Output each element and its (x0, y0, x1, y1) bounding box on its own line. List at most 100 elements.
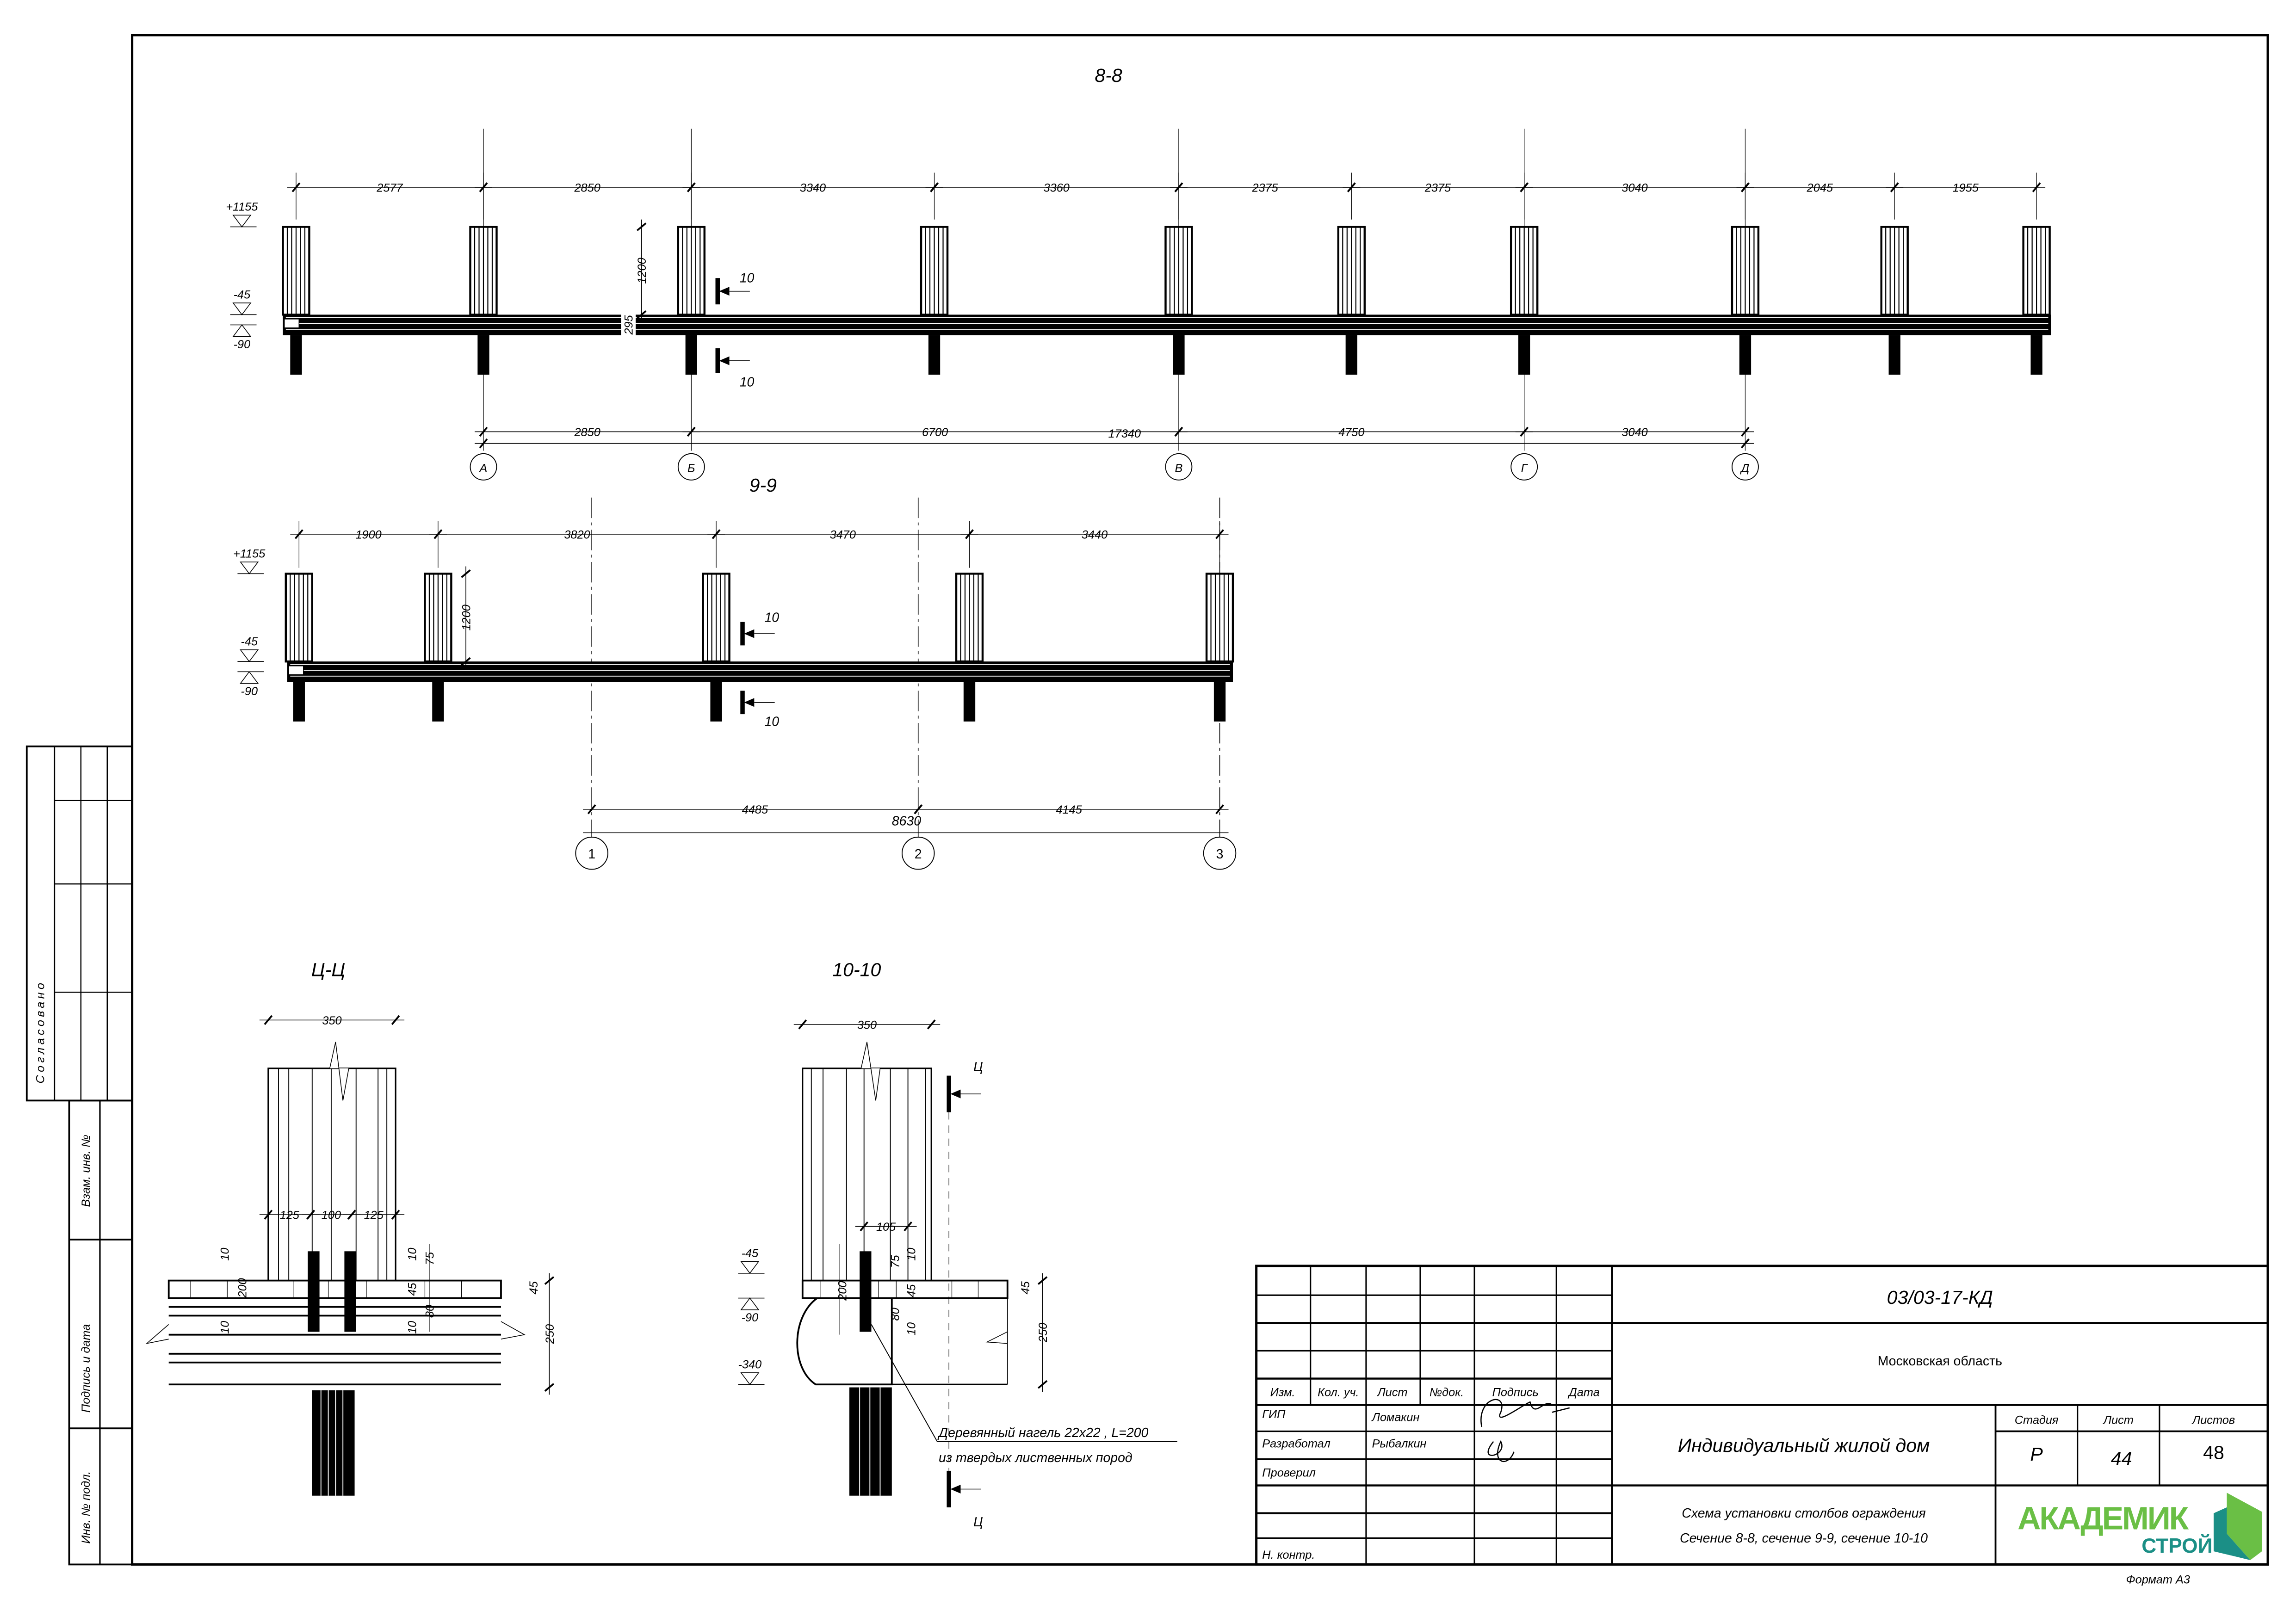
dimension-tick (798, 1019, 807, 1030)
axis-bubble (470, 453, 497, 481)
axis-bubble (677, 453, 705, 481)
dowel (860, 1251, 872, 1332)
pile (293, 682, 305, 722)
dimension-tick (1520, 426, 1529, 437)
dimension-label: 10 (406, 1321, 419, 1334)
dimension-label: 3340 (800, 181, 826, 194)
section-cut-label: Ц (973, 1515, 983, 1530)
dimension-label: 350 (322, 1014, 341, 1027)
dimension-tick (712, 529, 721, 539)
dimension-tick (479, 426, 488, 437)
axis-label: 1 (588, 847, 595, 862)
section-cut-mark (947, 1075, 951, 1112)
axis-label: 2 (915, 847, 922, 862)
dimension-label: 6700 (922, 426, 948, 439)
pile (2030, 335, 2042, 375)
dimension-label: 3820 (564, 528, 590, 541)
dimension-label: 45 (1019, 1281, 1032, 1294)
beam-end (288, 665, 304, 675)
sill-beam (283, 315, 2051, 335)
bottom-plate (167, 1279, 502, 1299)
dimension-label: 2850 (574, 426, 600, 439)
sheet-value: 44 (2111, 1448, 2132, 1469)
replace-inv-label: Взам. инв. № (80, 1135, 93, 1207)
bottom-plate (801, 1279, 1009, 1299)
axis-label: 3 (1216, 847, 1224, 862)
dimension-label: 125 (280, 1209, 300, 1222)
dimension-label: 45 (527, 1281, 540, 1294)
axis-bubble (901, 836, 935, 870)
level-label: -90 (234, 338, 251, 351)
column-header: Дата (1567, 1386, 1600, 1399)
pile (290, 335, 302, 375)
column-header: Лист (1376, 1386, 1407, 1399)
dimension-tick (391, 1015, 400, 1025)
sheet-title: Схема установки столбов ограждения (1682, 1506, 1925, 1521)
arrow-icon (719, 287, 730, 296)
break-line (145, 1324, 169, 1345)
pile (963, 682, 976, 722)
dimension-label: 3470 (830, 528, 856, 541)
sign-date-label: Подпись и дата (80, 1324, 93, 1413)
level-marker-icon (232, 302, 252, 315)
dimension-label: 4485 (742, 803, 768, 816)
dimension-label: 125 (364, 1209, 384, 1222)
dimension-tick (914, 804, 923, 815)
axis-bubble (1732, 453, 1759, 481)
section-cut-mark (715, 348, 720, 373)
dimension-label: 80 (423, 1305, 436, 1318)
section-title: 8-8 (1095, 65, 1122, 86)
axis-label: Б (687, 462, 695, 475)
dimension-label: 3440 (1082, 528, 1108, 541)
axis-bubble (1203, 836, 1237, 870)
dimension-label: 1955 (1953, 181, 1979, 194)
level-marker-icon (240, 562, 259, 574)
pile (1345, 335, 1357, 375)
axis-label: В (1175, 462, 1183, 475)
dimension-label: 200 (836, 1281, 849, 1301)
dimension-tick (637, 310, 647, 319)
dimension-label: 1200 (460, 605, 473, 630)
name-label: Ломакин (1371, 1411, 1420, 1424)
column-header: Кол. уч. (1318, 1386, 1359, 1399)
level-marker-icon (740, 1372, 760, 1385)
dimension-label: 200 (236, 1278, 249, 1298)
level-label: -45 (241, 635, 258, 648)
role-label: ГИП (1262, 1408, 1286, 1421)
arrow-icon (950, 1484, 961, 1493)
dimension-label: 250 (1037, 1323, 1050, 1343)
dimension-label: 10 (406, 1248, 419, 1261)
dimension-tick (294, 529, 303, 539)
dimension-label: 350 (857, 1018, 877, 1031)
dimension-label: 105 (876, 1221, 896, 1234)
dimension-tick (687, 426, 696, 437)
section-cut-mark (740, 622, 745, 646)
pile (928, 335, 941, 375)
sill-beam (287, 661, 1233, 682)
axis-label: Д (1740, 462, 1750, 475)
dimension-tick (479, 438, 488, 449)
pile (849, 1387, 892, 1496)
beam-end (284, 318, 300, 328)
name-label: Рыбалкин (1372, 1437, 1427, 1450)
sheet-title: Сечение 8-8, сечение 9-9, сечение 10-10 (1680, 1531, 1928, 1546)
dimension-tick (1174, 426, 1183, 437)
dimension-label: 2375 (1251, 181, 1278, 194)
dimension-label: 2375 (1424, 181, 1451, 194)
pile (432, 682, 444, 722)
agreed-label: Согласовано (34, 980, 47, 1084)
axis-label: Г (1521, 462, 1529, 475)
level-marker-icon (240, 671, 259, 684)
beam-dimension: 295 (623, 315, 636, 335)
leader-line (871, 1324, 938, 1442)
dimension-tick (1347, 182, 1356, 192)
dimension-label: 45 (905, 1284, 918, 1297)
axis-bubble (1510, 453, 1538, 481)
dimension-label: 3040 (1621, 426, 1647, 439)
object-name: Индивидуальный жилой дом (1678, 1435, 1930, 1456)
pile (1213, 682, 1226, 722)
